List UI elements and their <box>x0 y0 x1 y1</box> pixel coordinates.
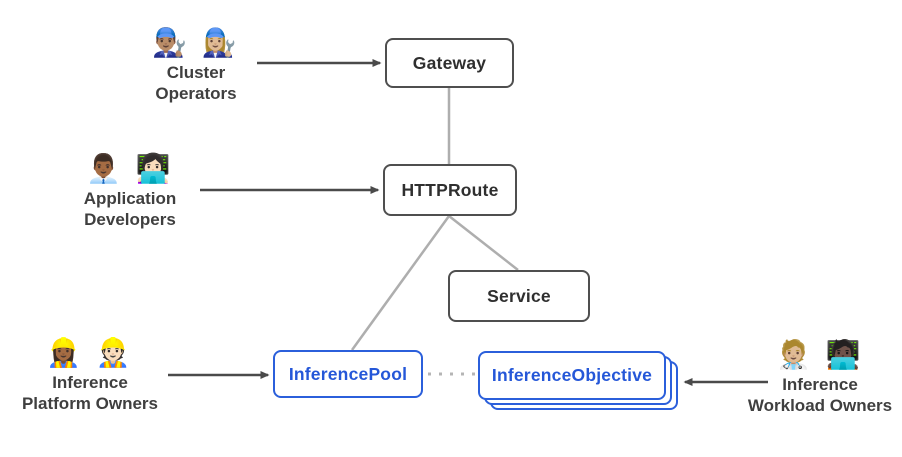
node-inferencepool: InferencePool <box>273 350 423 398</box>
node-inferenceobjective-stack: InferenceObjective <box>478 351 680 413</box>
node-gateway: Gateway <box>385 38 514 88</box>
inference-platform-owners-icon: 👷🏾‍♀️ 👷🏻 <box>46 336 134 369</box>
node-service: Service <box>448 270 590 322</box>
edge-httproute-inferencepool <box>350 215 451 351</box>
persona-cluster-operators: 👨🏽‍🔧 👩🏼‍🔧 Cluster Operators <box>111 26 281 104</box>
node-httproute: HTTPRoute <box>383 164 517 216</box>
inference-workload-owners-icon: 🧑🏼‍⚕️ 🧑🏿‍💻 <box>776 338 864 371</box>
application-developers-label: Application Developers <box>83 189 177 229</box>
inference-platform-owners-label: Inference Platform Owners <box>21 373 159 413</box>
persona-inference-workload-owners: 🧑🏼‍⚕️ 🧑🏿‍💻 Inference Workload Owners <box>735 338 902 416</box>
inference-workload-owners-label: Inference Workload Owners <box>747 375 893 415</box>
cluster-operators-label: Cluster Operators <box>155 63 237 103</box>
application-developers-icon: 👨🏾‍💼 👩🏻‍💻 <box>86 152 174 185</box>
persona-inference-platform-owners: 👷🏾‍♀️ 👷🏻 Inference Platform Owners <box>5 336 175 414</box>
cluster-operators-icon: 👨🏽‍🔧 👩🏼‍🔧 <box>152 26 240 59</box>
node-inferenceobjective: InferenceObjective <box>478 351 666 400</box>
persona-application-developers: 👨🏾‍💼 👩🏻‍💻 Application Developers <box>45 152 215 230</box>
edge-httproute-service <box>448 215 519 271</box>
